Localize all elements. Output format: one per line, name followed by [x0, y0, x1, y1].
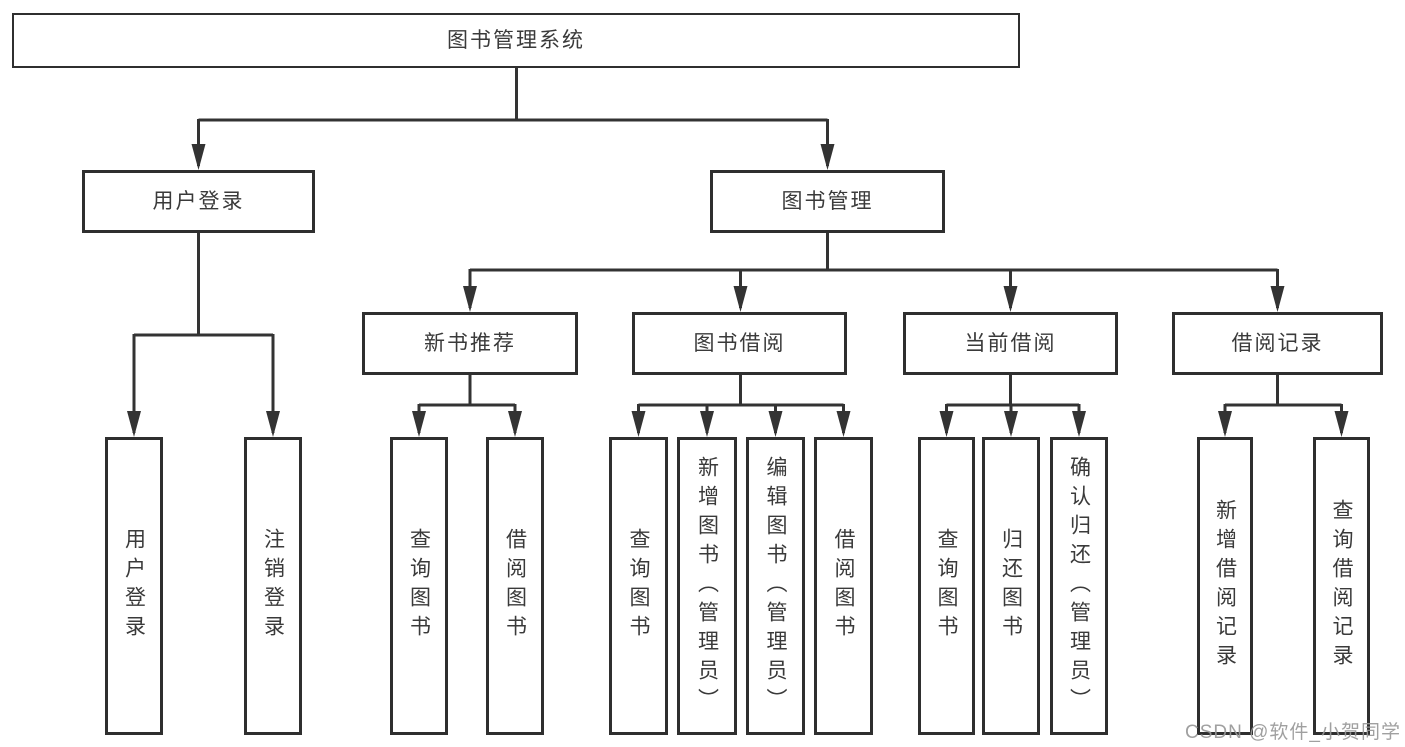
csdn-watermark: CSDN @软件_小贺同学 — [1185, 722, 1401, 743]
node-label: 图书管理系统 — [447, 29, 585, 52]
node-label: 借阅图书 — [503, 528, 527, 644]
connector-userlogin-to-leaves — [127, 233, 280, 437]
leaf-borrow-books-recommend: 借阅图书 — [486, 437, 544, 735]
node-label: 当前借阅 — [964, 332, 1057, 355]
leaf-edit-books-admin: 编辑图书（管理员） — [746, 437, 805, 735]
node-label: 图书管理 — [781, 190, 874, 213]
leaf-add-borrow-record: 新增借阅记录 — [1197, 437, 1253, 735]
node-label: 查询图书 — [407, 528, 431, 644]
leaf-logout: 注销登录 — [244, 437, 302, 735]
connector-root-to-level2 — [191, 68, 835, 170]
connector-borrowrecords-to-leaves — [1218, 375, 1349, 437]
node-label: 确认归还（管理员） — [1067, 455, 1091, 717]
connector-newbook-to-leaves — [412, 375, 522, 437]
node-label: 归还图书 — [999, 528, 1023, 644]
node-label: 用户登录 — [122, 528, 146, 644]
leaf-query-books-current: 查询图书 — [918, 437, 975, 735]
leaf-query-borrow-record: 查询借阅记录 — [1313, 437, 1370, 735]
node-label: 借阅图书 — [832, 528, 855, 644]
leaf-add-books-admin: 新增图书（管理员） — [677, 437, 737, 735]
leaf-confirm-return-admin: 确认归还（管理员） — [1050, 437, 1108, 735]
node-label: 查询图书 — [935, 528, 958, 644]
connector-bookborrow-to-leaves — [631, 375, 851, 437]
node-label: 查询图书 — [627, 528, 650, 644]
node-label: 注销登录 — [261, 528, 285, 644]
node-label: 图书借阅 — [693, 332, 786, 355]
node-new-book-recommend: 新书推荐 — [362, 312, 578, 375]
node-library-management-system: 图书管理系统 — [12, 13, 1020, 68]
node-label: 用户登录 — [152, 190, 245, 213]
node-user-login: 用户登录 — [82, 170, 315, 233]
connector-currentborrow-to-leaves — [939, 375, 1086, 437]
node-borrow-records: 借阅记录 — [1172, 312, 1383, 375]
leaf-query-books-borrow: 查询图书 — [609, 437, 668, 735]
node-label: 新书推荐 — [424, 332, 516, 355]
node-book-management: 图书管理 — [710, 170, 945, 233]
node-label: 新增借阅记录 — [1213, 499, 1237, 673]
leaf-query-books-recommend: 查询图书 — [390, 437, 448, 735]
node-label: 查询借阅记录 — [1330, 499, 1353, 673]
node-label: 新增图书（管理员） — [695, 455, 719, 717]
node-current-borrow: 当前借阅 — [903, 312, 1118, 375]
node-label: 编辑图书（管理员） — [764, 455, 787, 717]
connector-bookmgmt-to-level3 — [463, 232, 1285, 312]
leaf-user-login: 用户登录 — [105, 437, 163, 735]
leaf-borrow-books: 借阅图书 — [814, 437, 873, 735]
node-label: 借阅记录 — [1231, 332, 1324, 355]
leaf-return-books: 归还图书 — [982, 437, 1040, 735]
node-book-borrow: 图书借阅 — [632, 312, 847, 375]
